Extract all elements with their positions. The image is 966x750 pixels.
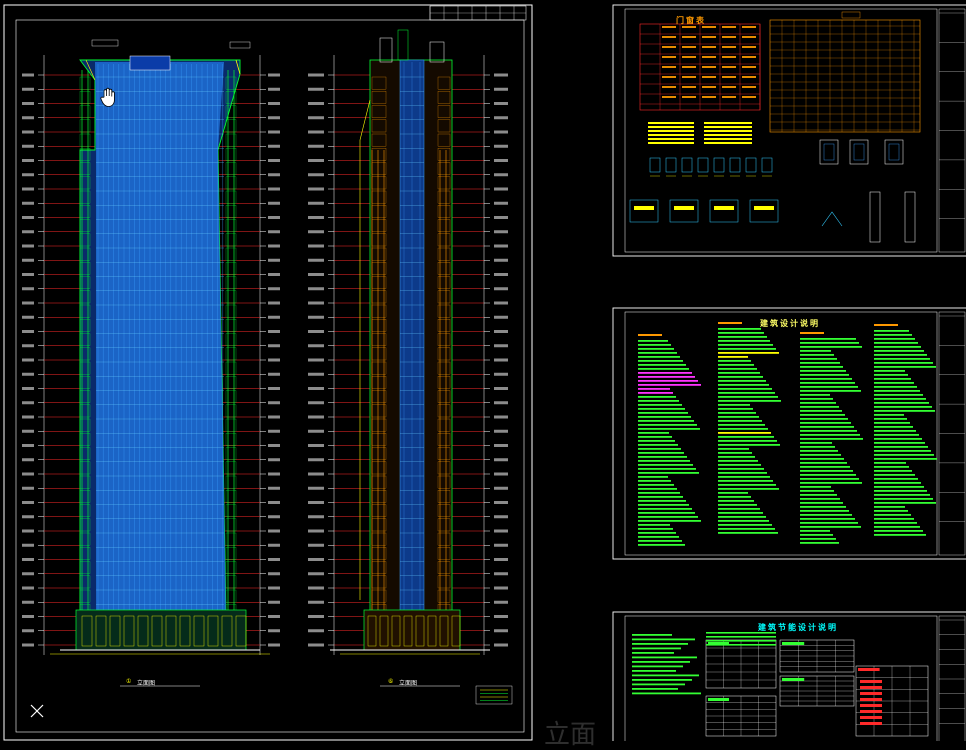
- design-notes-title: 建筑设计说明: [760, 319, 820, 328]
- side-elevation-index: ⑥: [388, 678, 394, 685]
- design-notes-sheet: [612, 307, 966, 560]
- door-window-table-title: 门窗表: [676, 16, 706, 25]
- front-crown: [129, 55, 171, 71]
- crosshair-icon: [30, 704, 44, 718]
- side-elevation-caption: 立面图: [399, 680, 418, 687]
- legend-box: [475, 685, 513, 705]
- front-elevation-caption: 立面图: [137, 680, 156, 687]
- energy-notes-sheet: [612, 611, 966, 741]
- front-elevation-index: ①: [126, 678, 132, 685]
- door-window-sheet: [612, 4, 966, 257]
- layer-watermark-text: 立面: [544, 720, 597, 750]
- main-sheet-border: [3, 4, 533, 741]
- energy-notes-title: 建筑节能设计说明: [758, 623, 838, 632]
- main-sheet-inner-border: [15, 19, 525, 733]
- material-schedule-table: [769, 19, 921, 133]
- hand-pan-icon[interactable]: [98, 86, 120, 108]
